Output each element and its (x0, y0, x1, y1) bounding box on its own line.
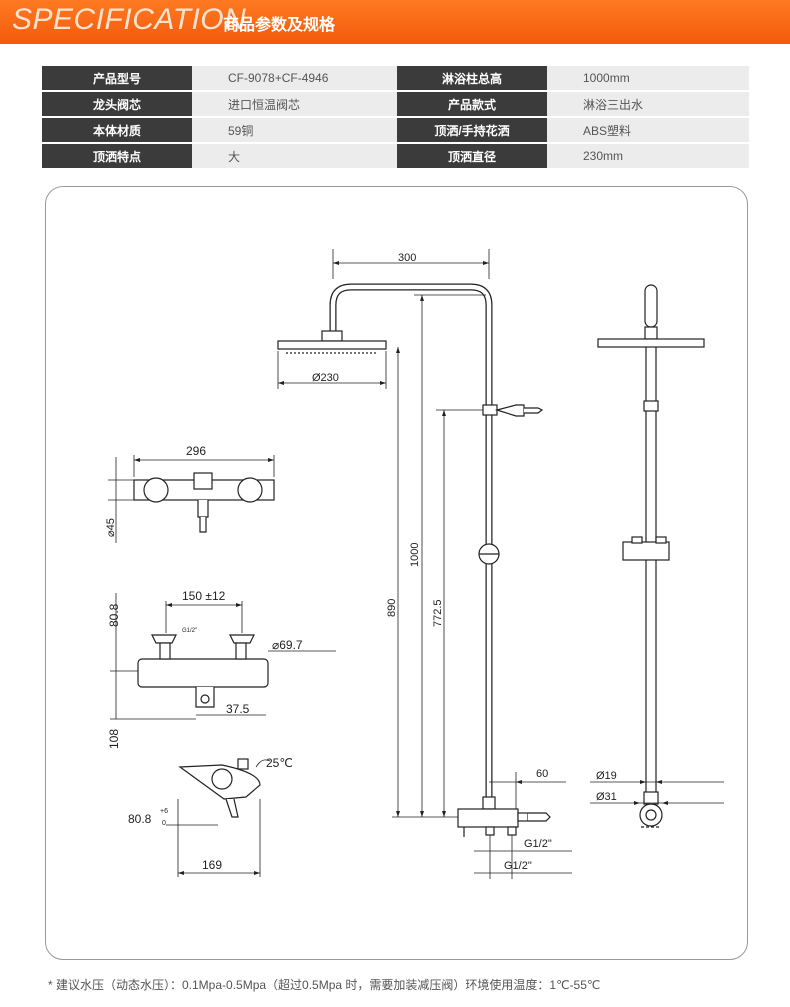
dim-label-dia-230: Ø230 (312, 372, 339, 384)
spec-label: 本体材质 (42, 118, 192, 142)
dim-label-150: 150 ±12 (182, 589, 226, 603)
mixer-front-view (110, 593, 336, 720)
dim-label-296: 296 (186, 444, 206, 458)
spec-table: 产品型号 CF-9078+CF-4946 淋浴柱总高 1000mm 龙头阀芯 进… (42, 64, 749, 170)
banner-title-cn: 商品参数及规格 (223, 17, 336, 34)
shower-column-side (590, 284, 724, 828)
spec-value: 大 (192, 144, 397, 168)
banner-title-en: SPECIFICATION (12, 3, 247, 36)
dim-label-808-tol: 80.8 (128, 812, 152, 826)
dim-label-g12-small: G1/2" (182, 628, 197, 634)
technical-drawing: 300 Ø230 1000 890 772.5 60 G1/2" G1/2" Ø… (105, 249, 724, 879)
dim-label-169: 169 (202, 858, 222, 872)
dim-label-dia-19: Ø19 (596, 770, 617, 782)
table-row: 产品型号 CF-9078+CF-4946 淋浴柱总高 1000mm (42, 66, 749, 90)
mixer-side-view (166, 758, 271, 877)
spec-label: 产品型号 (42, 66, 192, 90)
dim-label-808: 80.8 (107, 603, 121, 627)
water-pressure-note: * 建议水压（动态水压）：0.1Mpa-0.5Mpa（超过0.5Mpa 时，需要… (48, 978, 601, 992)
spec-value: 230mm (547, 144, 749, 168)
dim-label-108: 108 (107, 729, 121, 749)
spec-value: 1000mm (547, 66, 749, 90)
dim-label-tol-upper: +6 (160, 808, 168, 815)
spec-value: 淋浴三出水 (547, 92, 749, 116)
spec-label: 产品款式 (397, 92, 547, 116)
dim-label-375: 37.5 (226, 702, 250, 716)
shower-column-front (277, 249, 572, 879)
dim-label-dia-697: ⌀69.7 (272, 638, 303, 652)
spec-label: 顶洒/手持花洒 (397, 118, 547, 142)
dimension-labels: 300 Ø230 1000 890 772.5 60 G1/2" G1/2" Ø… (105, 252, 617, 872)
spec-label: 顶洒直径 (397, 144, 547, 168)
technical-drawing-frame: 300 Ø230 1000 890 772.5 60 G1/2" G1/2" Ø… (45, 186, 748, 960)
table-row: 本体材质 59铜 顶洒/手持花洒 ABS塑料 (42, 118, 749, 142)
header-banner: SPECIFICATION 商品参数及规格 (0, 0, 790, 44)
dim-label-g12-b: G1/2" (504, 860, 532, 872)
spec-value: 进口恒温阀芯 (192, 92, 397, 116)
dim-label-dia-45: ⌀45 (105, 518, 117, 537)
spec-value: CF-9078+CF-4946 (192, 66, 397, 90)
dim-label-g12-a: G1/2" (524, 838, 552, 850)
table-row: 龙头阀芯 进口恒温阀芯 产品款式 淋浴三出水 (42, 92, 749, 116)
spec-value: ABS塑料 (547, 118, 749, 142)
spec-label: 淋浴柱总高 (397, 66, 547, 90)
spec-label: 龙头阀芯 (42, 92, 192, 116)
dim-label-772: 772.5 (432, 599, 444, 627)
mixer-top-view (108, 455, 275, 543)
dim-label-60: 60 (536, 768, 548, 780)
dim-label-300: 300 (398, 252, 416, 264)
dim-label-tol-lower: 0 (162, 820, 166, 827)
dim-label-1000: 1000 (409, 543, 421, 567)
dim-label-angle-25: 25℃ (266, 756, 293, 770)
dim-label-890: 890 (386, 599, 398, 617)
dim-label-dia-31: Ø31 (596, 791, 617, 803)
table-row: 顶洒特点 大 顶洒直径 230mm (42, 144, 749, 168)
spec-value: 59铜 (192, 118, 397, 142)
spec-label: 顶洒特点 (42, 144, 192, 168)
